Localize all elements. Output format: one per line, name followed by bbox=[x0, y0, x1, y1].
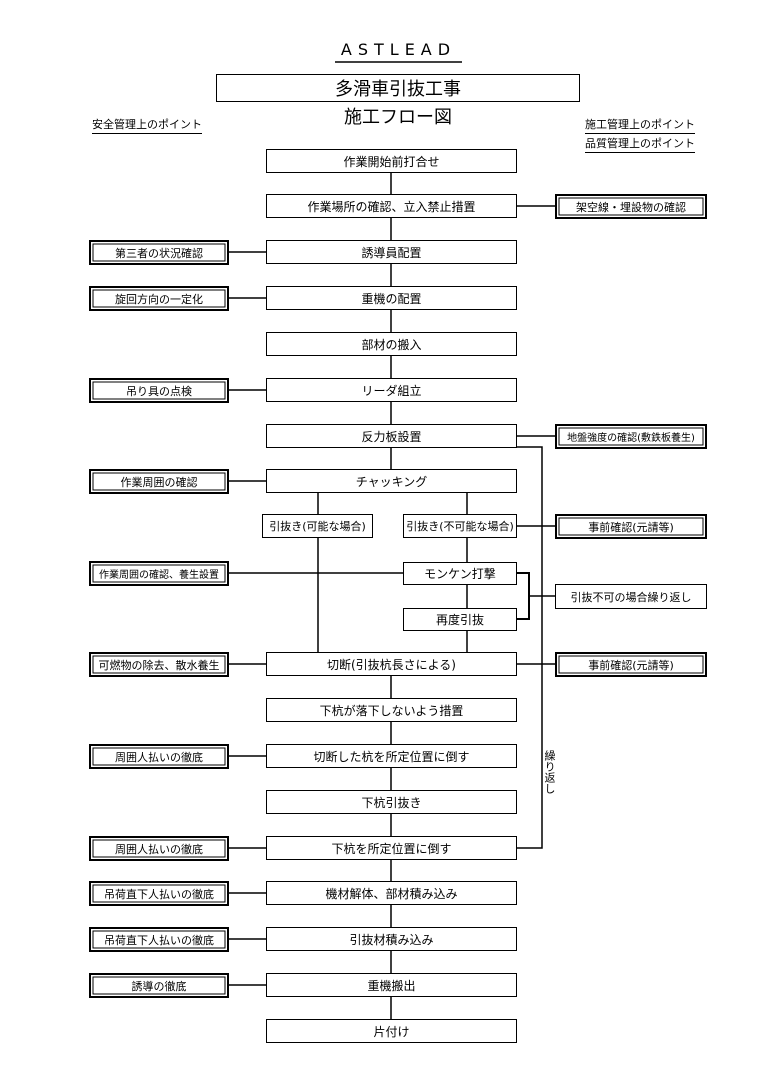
safety-point: 吊り具の点検 bbox=[89, 378, 229, 403]
construction-heading: 施工管理上のポイント bbox=[585, 116, 695, 134]
safety-point: 吊荷直下人払いの徹底 bbox=[89, 927, 229, 952]
step-box: 下杭が落下しないよう措置 bbox=[266, 698, 517, 722]
safety-point: 吊荷直下人払いの徹底 bbox=[89, 881, 229, 906]
step-box: 下杭を所定位置に倒す bbox=[266, 836, 517, 860]
step-box: 引抜材積み込み bbox=[266, 927, 517, 951]
title-box: 多滑車引抜工事 bbox=[216, 74, 580, 102]
branch-impossible: 引抜き(不可能な場合) bbox=[403, 514, 517, 538]
quality-point: 事前確認(元請等) bbox=[555, 514, 707, 539]
step-box: リーダ組立 bbox=[266, 378, 517, 402]
step-box: 片付け bbox=[266, 1019, 517, 1043]
monken-box: モンケン打撃 bbox=[403, 562, 517, 585]
safety-heading: 安全管理上のポイント bbox=[92, 116, 202, 134]
repeat-note-box: 引抜不可の場合繰り返し bbox=[555, 584, 707, 609]
step-box: 重機の配置 bbox=[266, 286, 517, 310]
step-box: 機材解体、部材積み込み bbox=[266, 881, 517, 905]
step-box: 反力板設置 bbox=[266, 424, 517, 448]
step-box: 作業開始前打合せ bbox=[266, 149, 517, 173]
branch-possible: 引抜き(可能な場合) bbox=[262, 514, 373, 538]
safety-point: 作業周囲の確認、養生設置 bbox=[89, 561, 229, 586]
quality-point: 地盤強度の確認(敷鉄板養生) bbox=[555, 424, 707, 449]
step-box: 作業場所の確認、立入禁止措置 bbox=[266, 194, 517, 218]
subtitle: 施工フロー図 bbox=[344, 107, 452, 128]
title: 多滑車引抜工事 bbox=[335, 79, 461, 100]
quality-heading: 品質管理上のポイント bbox=[585, 135, 695, 153]
quality-point: 架空線・埋設物の確認 bbox=[555, 194, 707, 219]
safety-point: 作業周囲の確認 bbox=[89, 469, 229, 494]
step-box: 切断(引抜杭長さによる) bbox=[266, 652, 517, 676]
safety-point: 周囲人払いの徹底 bbox=[89, 744, 229, 769]
safety-point: 第三者の状況確認 bbox=[89, 240, 229, 265]
safety-point: 誘導の徹底 bbox=[89, 973, 229, 998]
safety-point: 可燃物の除去、散水養生 bbox=[89, 652, 229, 677]
quality-point: 事前確認(元請等) bbox=[555, 652, 707, 677]
step-box: 部材の搬入 bbox=[266, 332, 517, 356]
loop-label: 繰り返し bbox=[543, 750, 556, 794]
safety-point: 旋回方向の一定化 bbox=[89, 286, 229, 311]
step-box: 重機搬出 bbox=[266, 973, 517, 997]
step-box: 誘導員配置 bbox=[266, 240, 517, 264]
step-box: 切断した杭を所定位置に倒す bbox=[266, 744, 517, 768]
step-box: 下杭引抜き bbox=[266, 790, 517, 814]
retry-box: 再度引抜 bbox=[403, 608, 517, 631]
safety-point: 周囲人払いの徹底 bbox=[89, 836, 229, 861]
step-box: チャッキング bbox=[266, 469, 517, 493]
company-name: ASTLEAD bbox=[340, 40, 457, 59]
